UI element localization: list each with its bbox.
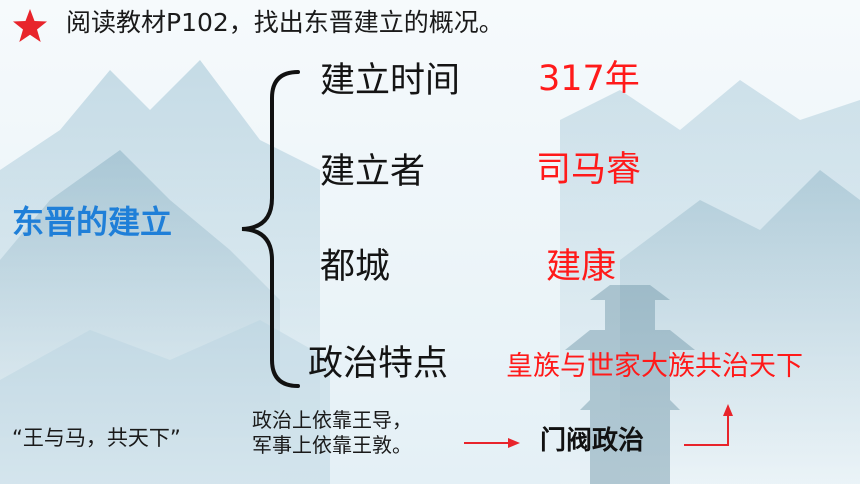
quote-text: “王与马，共天下” — [12, 426, 181, 450]
note-text: 政治上依靠王导， 军事上依靠王敦。 — [252, 408, 412, 457]
value-founding-time: 317年 — [538, 59, 640, 99]
topic-title: 东晋的建立 — [12, 203, 173, 241]
curly-brace-icon — [241, 70, 300, 388]
star-icon — [13, 9, 47, 42]
label-capital: 都城 — [320, 247, 391, 287]
label-founding-time: 建立时间 — [320, 61, 461, 101]
label-founder: 建立者 — [320, 152, 426, 192]
label-political-feature: 政治特点 — [308, 344, 449, 384]
instruction-text: 阅读教材P102，找出东晋建立的概况。 — [66, 8, 504, 37]
value-founder: 司马睿 — [536, 150, 642, 190]
result-text: 门阀政治 — [540, 426, 645, 456]
value-political-feature: 皇族与世家大族共治天下 — [506, 351, 803, 382]
value-capital: 建康 — [546, 247, 617, 287]
arrow-up-icon — [684, 404, 733, 446]
arrow-right-icon — [464, 438, 520, 448]
